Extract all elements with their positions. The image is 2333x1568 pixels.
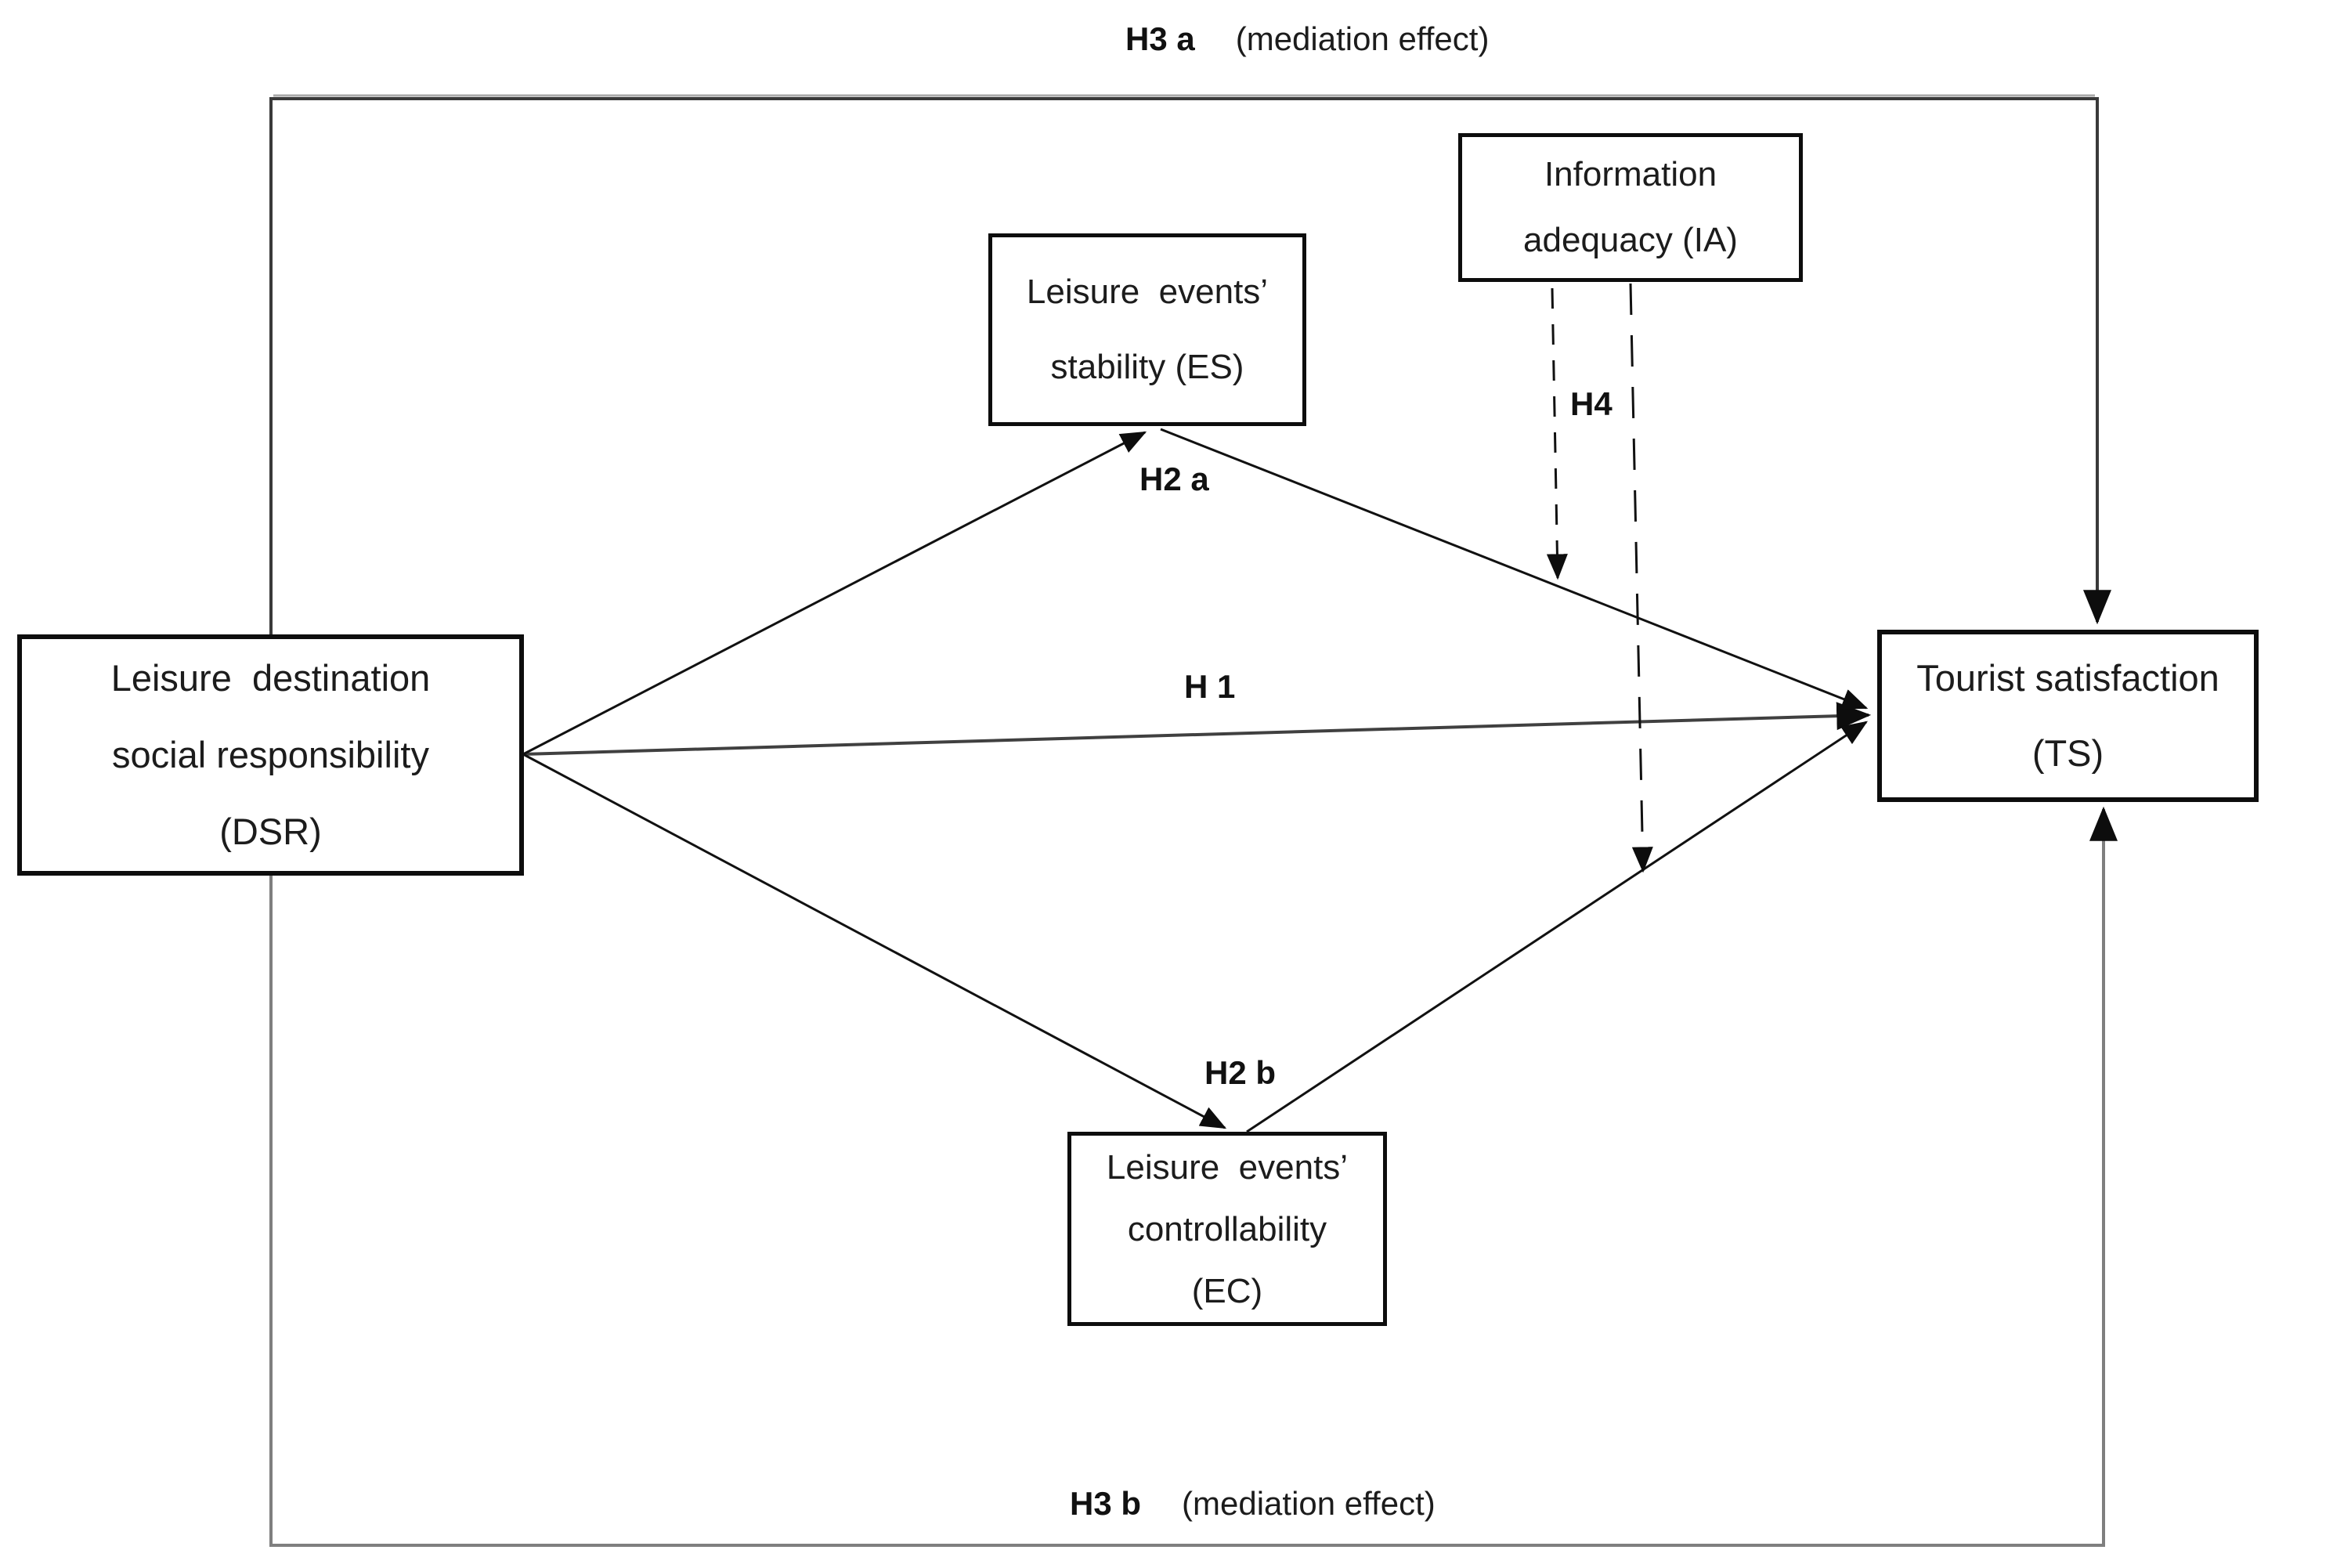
node-ia-label-line2: adequacy (IA) [1523,221,1738,259]
h2b-label: H2 b [1204,1054,1277,1091]
h2a-label: H2 a [1139,461,1209,497]
h3b-label-row: H3 b (mediation effect) [1070,1485,1436,1523]
node-es-box: Leisure events’ stability (ES) [988,233,1306,426]
node-ia-label-line1: Information [1544,155,1717,193]
ec-ts-arrow [1246,721,1869,1133]
node-dsr-label-line3: (DSR) [219,811,322,852]
h3a-loop-line [269,97,2111,634]
node-es-label-line1: Leisure events’ [1026,273,1269,311]
h3a-mediation-note: (mediation effect) [1235,20,1490,57]
h3a-label-row: H3 a (mediation effect) [1125,20,1489,58]
es-ts-arrow [1160,428,1869,710]
h3b-loop-line [269,806,2118,1547]
node-ts-label-line2: (TS) [2031,732,2104,774]
node-es-label-line2: stability (ES) [1050,348,1244,386]
node-dsr-label-line2: social responsibility [112,734,429,775]
node-ec-box: Leisure events’ controllability (EC) [1067,1132,1387,1326]
h4-dashed-arrow-right [1629,283,1653,873]
node-ia-box: Information adequacy (IA) [1458,133,1803,282]
node-ec-label-line2: controllability [1127,1209,1327,1248]
h1-label: H 1 [1184,668,1236,705]
node-ts-box: Tourist satisfaction (TS) [1877,630,2259,802]
node-ec-label-line1: Leisure events’ [1106,1147,1349,1187]
h2b-arrow [522,753,1227,1129]
node-ts-label-line1: Tourist satisfaction [1916,657,2219,699]
h4-label: H4 [1570,385,1613,422]
h3a-label: H3 a [1125,20,1195,57]
node-ec-label-line3: (EC) [1191,1271,1263,1310]
h1-arrow [522,702,1872,756]
h3b-mediation-note: (mediation effect) [1182,1485,1436,1522]
h3b-label: H3 b [1070,1485,1142,1522]
h2a-arrow [522,431,1147,756]
node-dsr-label-line1: Leisure destination [110,657,431,699]
node-dsr-box: Leisure destination social responsibilit… [17,634,524,876]
h4-dashed-arrow-left [1546,287,1568,580]
